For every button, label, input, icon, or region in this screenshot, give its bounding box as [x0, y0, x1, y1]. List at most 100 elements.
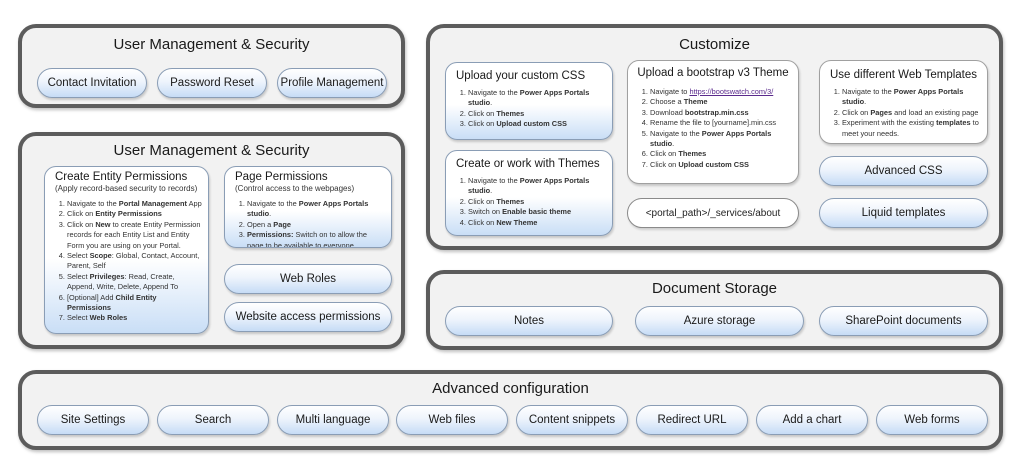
step-item: Navigate to the Power Apps Portals studi… [247, 199, 385, 220]
card-title: Upload your custom CSS [456, 70, 586, 82]
card-title: Upload a bootstrap v3 Theme [637, 67, 789, 79]
step-item: Open a Page [247, 220, 385, 230]
site-settings-button[interactable]: Site Settings [37, 405, 149, 435]
password-reset-button[interactable]: Password Reset [157, 68, 267, 98]
step-item: Click on Themes [468, 197, 606, 207]
step-emphasis: Portal Management [118, 199, 187, 208]
panel-title: Customize [679, 36, 750, 53]
step-emphasis: bootstrap.min.css [684, 107, 749, 117]
step-item: Click on Themes [650, 149, 792, 159]
card-subtitle: (Control access to the webpages) [235, 184, 355, 193]
panel-title: User Management & Security [113, 142, 310, 159]
step-emphasis: Power Apps Portals studio [247, 199, 369, 219]
advanced-configuration-panel: Advanced configuration Site Settings Sea… [18, 370, 1003, 450]
liquid-templates-button[interactable]: Liquid templates [819, 198, 988, 228]
step-emphasis: Power Apps Portals studio [650, 128, 772, 149]
step-item: Switch on Enable basic theme [468, 207, 606, 217]
web-roles-button[interactable]: Web Roles [224, 264, 392, 294]
step-emphasis: templates [936, 118, 971, 128]
step-item: Click on Entity Permissions [67, 209, 202, 219]
step-item: Navigate to the Portal Management App [67, 199, 202, 209]
contact-invitation-button[interactable]: Contact Invitation [37, 68, 147, 98]
step-item: Navigate to the Power Apps Portals studi… [650, 129, 792, 150]
customize-panel: Customize Upload your custom CSS Navigat… [426, 24, 1003, 250]
step-item: [Optional] Add Child Entity Permissions [67, 293, 202, 314]
themes-steps: Navigate to the Power Apps Portals studi… [446, 176, 606, 228]
step-emphasis: Privileges [89, 271, 125, 281]
panel-title: User Management & Security [113, 36, 310, 53]
web-templates-card: Use different Web Templates Navigate to … [819, 60, 988, 144]
page-permission-steps: Navigate to the Power Apps Portals studi… [225, 199, 385, 247]
step-item: Choose a Theme [650, 97, 792, 107]
step-emphasis: Page [273, 219, 291, 229]
user-management-security-panel-top: User Management & Security Contact Invit… [18, 24, 405, 108]
step-emphasis: Power Apps Portals studio [468, 176, 590, 196]
step-item: Select Scope: Global, Contact, Account, … [67, 251, 202, 272]
bootstrap-theme-card: Upload a bootstrap v3 Theme Navigate to … [627, 60, 799, 184]
card-title: Use different Web Templates [829, 69, 978, 81]
step-item: Navigate to the Power Apps Portals studi… [842, 87, 981, 108]
step-item: Click on Upload custom CSS [650, 160, 792, 170]
step-emphasis: Upload custom CSS [678, 159, 749, 169]
card-title: Create or work with Themes [456, 158, 600, 170]
step-emphasis: Web Roles [89, 313, 128, 323]
step-link[interactable]: https://bootswatch.com/3/ [689, 87, 774, 96]
entity-permissions-card: Create Entity Permissions (Apply record-… [44, 166, 209, 334]
step-emphasis: New Theme [496, 217, 538, 227]
step-item: Experiment with the existing templates t… [842, 118, 981, 139]
page-permissions-card: Page Permissions (Control access to the … [224, 166, 392, 248]
step-item: Permissions: Switch on to allow the page… [247, 230, 385, 247]
content-snippets-button[interactable]: Content snippets [516, 405, 628, 435]
step-emphasis: Upload custom CSS [496, 119, 567, 129]
sharepoint-documents-button[interactable]: SharePoint documents [819, 306, 988, 336]
step-item: Click on New Theme [468, 218, 606, 228]
step-item: Rename the file to [yourname].min.css [650, 118, 792, 128]
multi-language-button[interactable]: Multi language [277, 405, 389, 435]
card-subtitle: (Apply record-based security to records) [55, 184, 198, 193]
step-emphasis: Scope [89, 251, 112, 261]
step-item: Click on Themes [468, 109, 606, 119]
add-a-chart-button[interactable]: Add a chart [756, 405, 868, 435]
notes-button[interactable]: Notes [445, 306, 613, 336]
step-emphasis: Themes [496, 196, 525, 206]
website-access-permissions-button[interactable]: Website access permissions [224, 302, 392, 332]
azure-storage-button[interactable]: Azure storage [635, 306, 804, 336]
upload-css-steps: Navigate to the Power Apps Portals studi… [446, 88, 606, 130]
advanced-css-button[interactable]: Advanced CSS [819, 156, 988, 186]
web-forms-button[interactable]: Web forms [876, 405, 988, 435]
panel-title: Advanced configuration [432, 380, 589, 397]
document-storage-panel: Document Storage Notes Azure storage Sha… [426, 270, 1003, 350]
step-emphasis: Permissions: [247, 230, 294, 240]
panel-title: Document Storage [651, 280, 778, 297]
step-item: Navigate to the Power Apps Portals studi… [468, 88, 606, 109]
web-files-button[interactable]: Web files [396, 405, 508, 435]
redirect-url-button[interactable]: Redirect URL [636, 405, 748, 435]
step-emphasis: Power Apps Portals studio [468, 88, 590, 108]
upload-custom-css-card: Upload your custom CSS Navigate to the P… [445, 62, 613, 140]
step-emphasis: Themes [678, 149, 707, 159]
card-title: Create Entity Permissions [55, 171, 188, 183]
step-item: Click on New to create Entity Permission… [67, 220, 202, 251]
step-emphasis: Themes [496, 108, 525, 118]
step-emphasis: Enable basic theme [502, 207, 572, 217]
step-emphasis: Pages [870, 107, 893, 117]
step-emphasis: New [95, 219, 111, 229]
profile-management-button[interactable]: Profile Management [277, 68, 387, 98]
step-item: Click on Pages and load an existing page [842, 108, 981, 118]
web-templates-steps: Navigate to the Power Apps Portals studi… [820, 87, 981, 139]
step-item: Select Web Roles [67, 313, 202, 323]
step-item: Download bootstrap.min.css [650, 108, 792, 118]
step-item: Click on Upload custom CSS [468, 119, 606, 129]
user-management-security-panel: User Management & Security Create Entity… [18, 132, 405, 349]
step-item: Select Privileges: Read, Create, Append,… [67, 272, 202, 293]
bootstrap-steps: Navigate to https://bootswatch.com/3/Cho… [628, 87, 792, 170]
step-emphasis: Power Apps Portals studio [842, 87, 964, 107]
portal-path-link[interactable]: <portal_path>/_services/about [627, 198, 799, 228]
step-emphasis: Child Entity Permissions [67, 292, 157, 313]
step-emphasis: Theme [683, 97, 708, 107]
entity-permission-steps: Navigate to the Portal Management AppCli… [45, 199, 202, 324]
card-title: Page Permissions [235, 171, 328, 183]
step-item: Navigate to https://bootswatch.com/3/ [650, 87, 792, 97]
step-emphasis: Entity Permissions [95, 209, 162, 219]
search-button[interactable]: Search [157, 405, 269, 435]
